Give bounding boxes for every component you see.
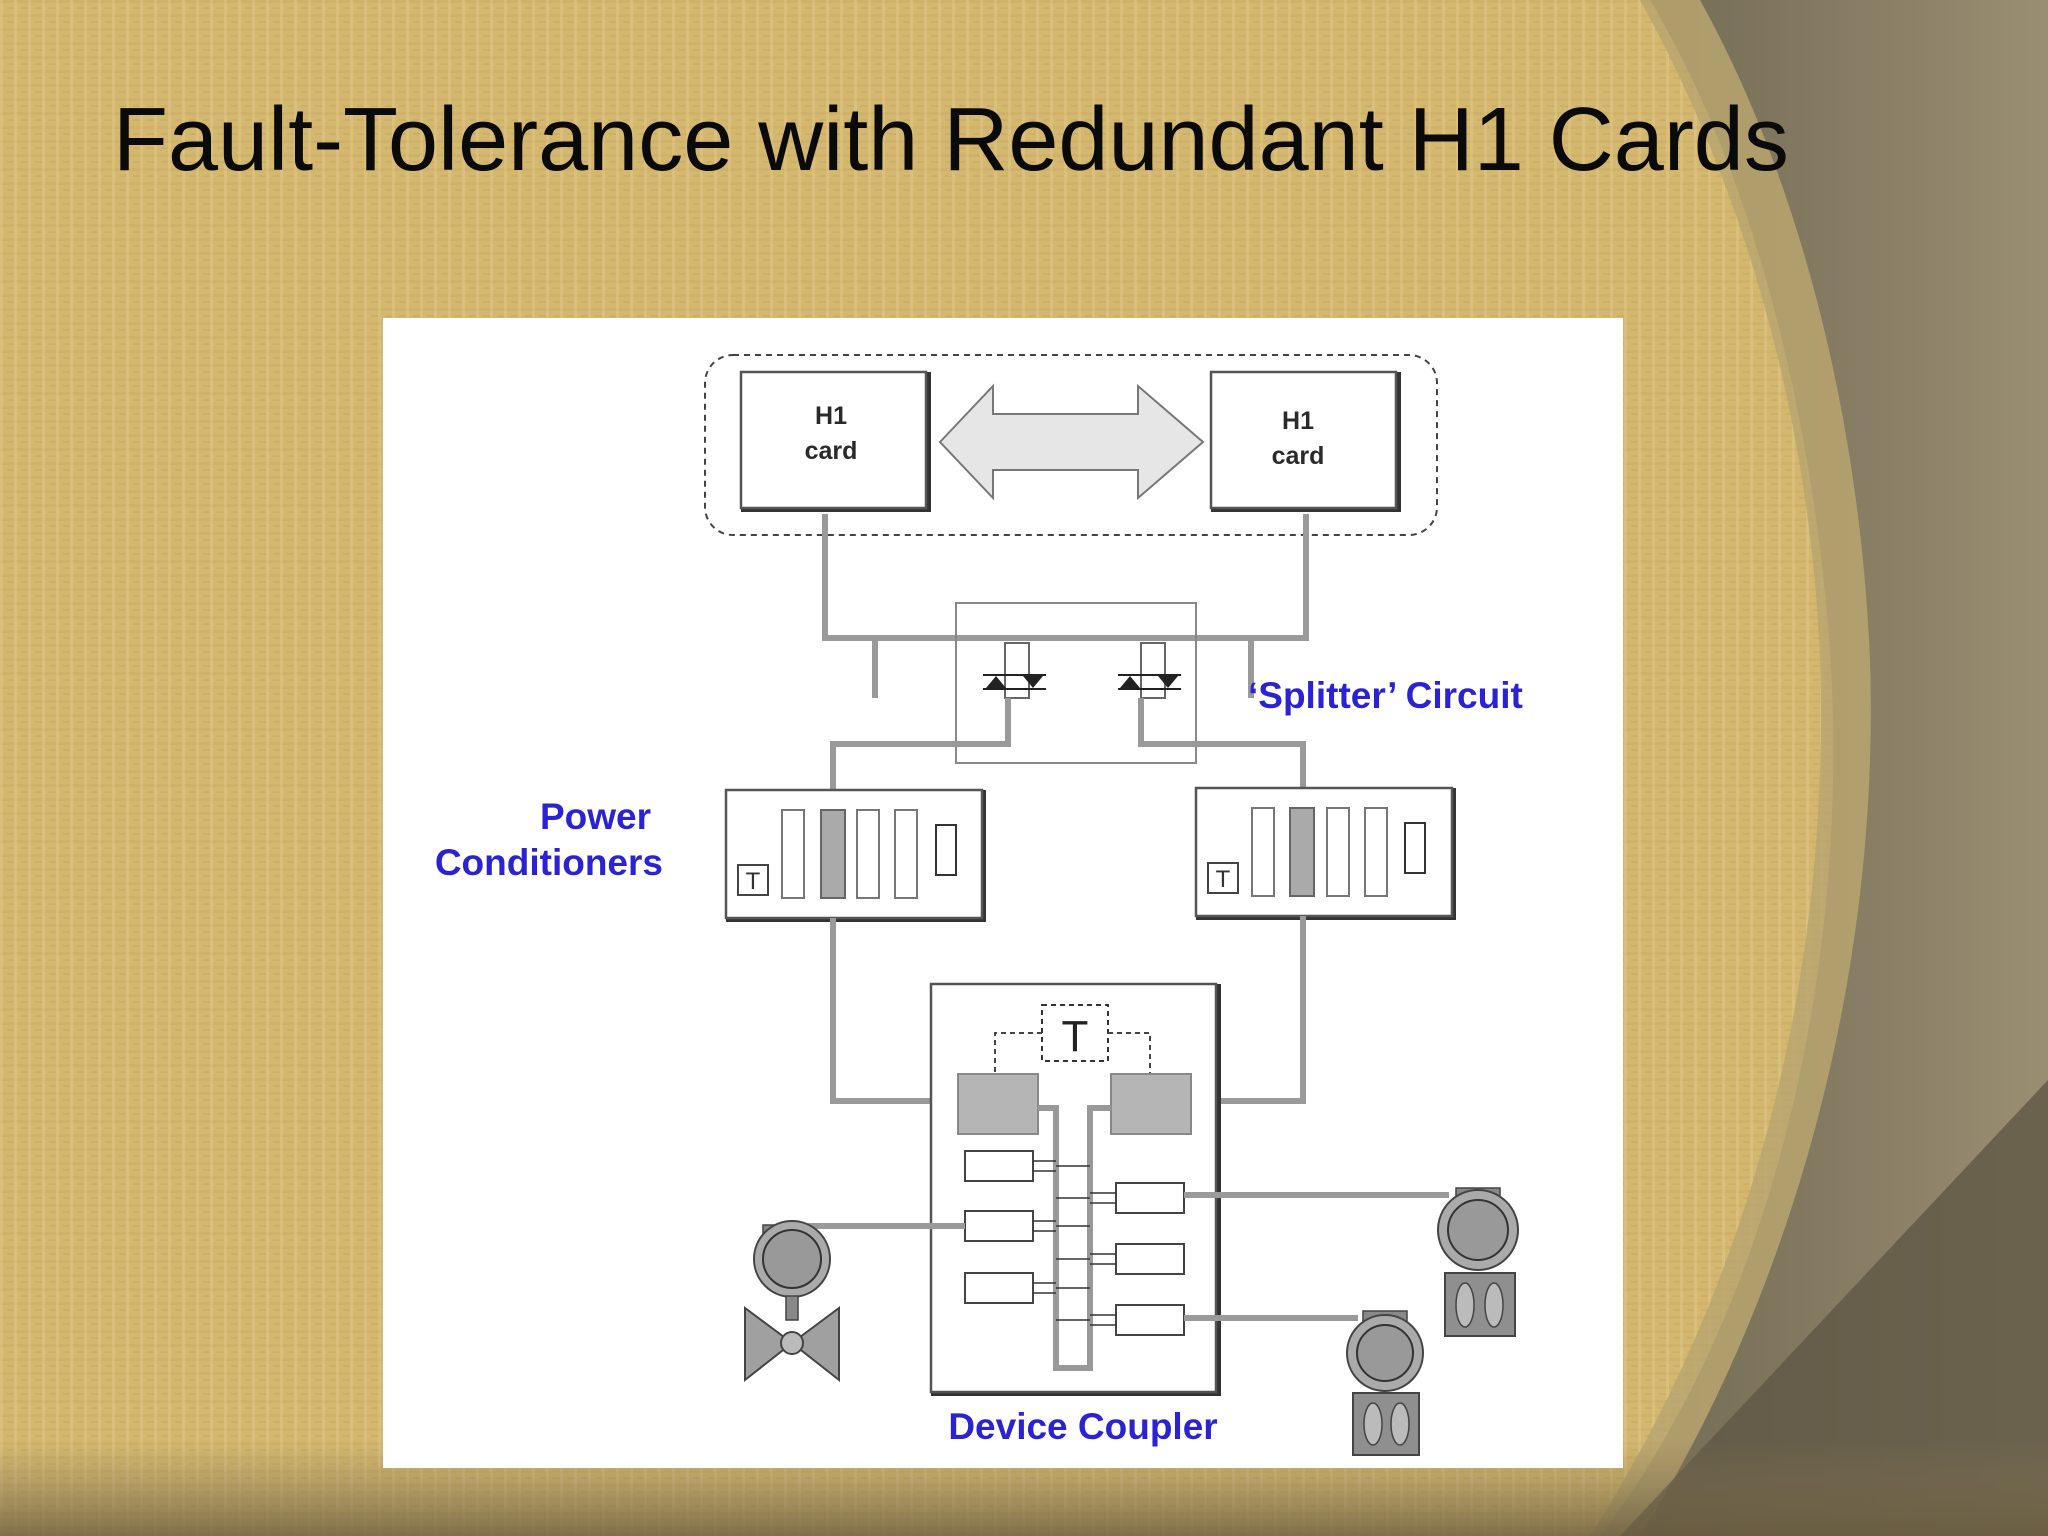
wire-splitter-to-pc-right [1138, 698, 1306, 823]
control-valve-device [744, 1220, 840, 1383]
h1-card-right: H1 card [1209, 370, 1401, 512]
slide-title: Fault-Tolerance with Redundant H1 Cards [113, 90, 1789, 190]
splitter-circuit-label: ‘Splitter’ Circuit [1248, 675, 1523, 716]
h1-card-left: H1 card [739, 370, 931, 512]
wire-pc-right-to-coupler [1193, 916, 1306, 1104]
h1-card-left-line1: H1 [815, 402, 847, 430]
redundant-h1-diagram: H1 card H1 card [435, 354, 1523, 1456]
splitter-circuit-box [955, 602, 1197, 764]
h1-card-left-box [739, 370, 928, 510]
h1-card-right-line1: H1 [1282, 407, 1314, 435]
wire-h1-left-to-splitter [822, 514, 878, 698]
h1-card-right-box [1209, 370, 1398, 510]
splitter-diode-right [1118, 642, 1181, 699]
device-coupler: T [929, 982, 1221, 1396]
power-conditioners-label-line1: Power [540, 796, 651, 837]
h1-card-left-line2: card [805, 437, 858, 465]
coupler-terminator: T [1062, 1012, 1089, 1061]
diagram-panel: H1 card H1 card [383, 318, 1623, 1468]
wire-h1-right-to-splitter [1248, 514, 1309, 698]
wire-splitter-to-pc-left [830, 698, 1011, 823]
h1-card-right-line2: card [1272, 442, 1325, 470]
h1-card-enclosure [704, 354, 1438, 536]
splitter-diode-left [983, 642, 1046, 699]
redundancy-double-arrow [938, 383, 1205, 501]
transmitter-device-2 [1346, 1310, 1424, 1456]
power-conditioner-left: T [724, 788, 986, 922]
pc-right-terminator: T [1216, 866, 1231, 893]
transmitter-device-1 [1437, 1187, 1519, 1337]
power-conditioners-label-line2: Conditioners [435, 842, 663, 883]
pc-left-terminator: T [746, 868, 761, 895]
power-conditioner-right: T [1194, 786, 1456, 920]
wire-pc-left-to-coupler [830, 918, 958, 1104]
device-coupler-label: Device Coupler [948, 1406, 1217, 1447]
